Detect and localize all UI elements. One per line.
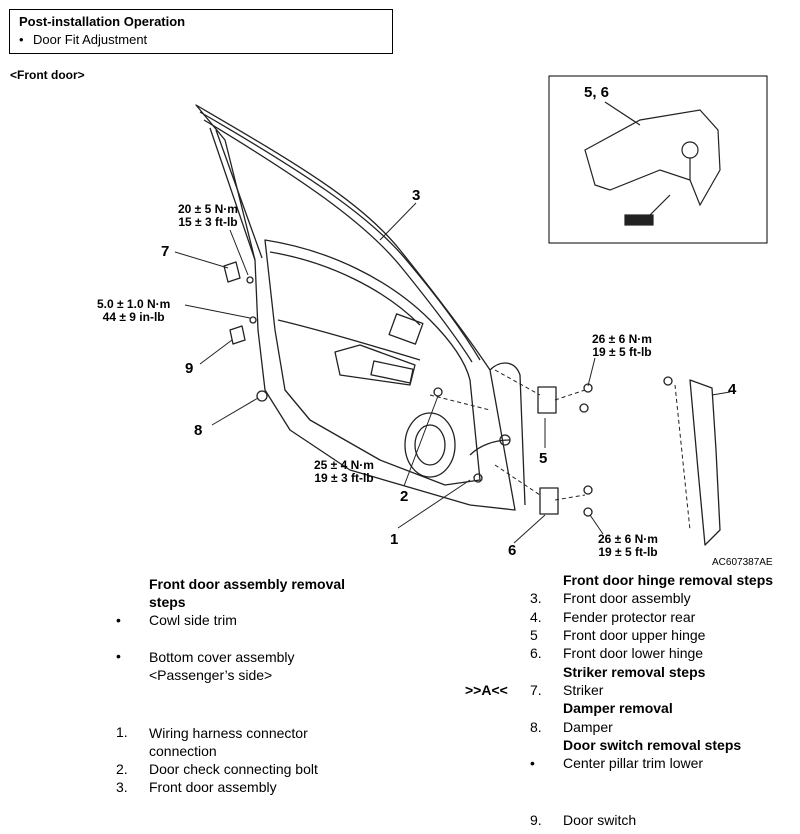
- callout-1: 1: [390, 531, 399, 548]
- callout-3: 3: [412, 187, 421, 204]
- list-marker: •: [116, 648, 121, 664]
- door-switch: [229, 325, 246, 345]
- list-text: Bottom cover assembly <Passenger’s side>: [149, 649, 295, 683]
- callout-8: 8: [194, 422, 203, 439]
- door-inner-panel: [264, 239, 481, 486]
- list-text: Front door assembly: [149, 779, 277, 795]
- torque-label: 25 ± 4 N·m 19 ± 3 ft-lb: [314, 459, 374, 485]
- torque-imperial: 19 ± 5 ft-lb: [592, 345, 652, 359]
- fender-protector: [689, 379, 721, 546]
- list-marker: 7.: [530, 682, 542, 698]
- list-marker: 5: [530, 627, 538, 643]
- torque-metric: 26 ± 6 N·m: [598, 532, 658, 546]
- list-marker: 3.: [530, 590, 542, 606]
- torque-imperial: 15 ± 3 ft-lb: [178, 215, 238, 229]
- torque-label: 26 ± 6 N·m 19 ± 5 ft-lb: [598, 533, 658, 559]
- door-window-frame: [199, 111, 481, 361]
- damper-heading: Damper removal: [563, 700, 673, 716]
- callout-9: 9: [185, 360, 194, 377]
- list-marker: 1.: [116, 724, 128, 740]
- door-outer-frame: [195, 104, 516, 511]
- torque-metric: 25 ± 4 N·m: [314, 458, 374, 472]
- list-text: Center pillar trim lower: [563, 755, 704, 771]
- post-installation-title: Post-installation Operation: [19, 14, 186, 29]
- hinge-heading: Front door hinge removal steps: [563, 572, 774, 588]
- door-switch-heading: Door switch removal steps: [563, 737, 742, 753]
- torque-label: 20 ± 5 N·m 15 ± 3 ft-lb: [178, 203, 238, 229]
- torque-imperial: 19 ± 3 ft-lb: [314, 471, 374, 485]
- callout-2: 2: [400, 488, 409, 505]
- torque-imperial: 44 ± 9 in-lb: [102, 310, 165, 324]
- list-marker: 9.: [530, 812, 542, 828]
- list-marker: •: [530, 755, 535, 771]
- callout-5: 5: [539, 450, 548, 467]
- striker-heading: Striker removal steps: [563, 664, 706, 680]
- striker: [223, 261, 241, 283]
- post-installation-item-text: Door Fit Adjustment: [33, 32, 148, 47]
- post-installation-item: • Door Fit Adjustment: [19, 32, 147, 47]
- list-text: Front door assembly: [563, 590, 691, 606]
- list-text: Door check connecting bolt: [149, 761, 318, 777]
- list-text: Striker: [563, 682, 604, 698]
- callout-6: 6: [508, 542, 517, 559]
- torque-imperial: 19 ± 5 ft-lb: [598, 545, 658, 559]
- torque-label: 26 ± 6 N·m 19 ± 5 ft-lb: [592, 333, 652, 359]
- torque-label: 5.0 ± 1.0 N·m 44 ± 9 in-lb: [97, 298, 170, 324]
- inset-label: 5, 6: [584, 84, 610, 101]
- illustration-code: AC607387AE: [712, 557, 773, 568]
- callout-7: 7: [161, 243, 170, 260]
- reference-mark: >>A<<: [465, 682, 508, 698]
- callout-4: 4: [728, 381, 737, 398]
- torque-metric: 20 ± 5 N·m: [178, 202, 238, 216]
- section-label: <Front door>: [10, 68, 85, 82]
- list-marker: 6.: [530, 645, 542, 661]
- list-text: Door switch: [563, 812, 637, 828]
- list-text: Front door upper hinge: [563, 627, 706, 643]
- list-text: Front door lower hinge: [563, 645, 704, 661]
- list-marker: 4.: [530, 609, 542, 625]
- damper: [256, 390, 268, 402]
- list-marker: 3.: [116, 779, 128, 795]
- list-text: Damper: [563, 719, 613, 735]
- list-marker: 8.: [530, 719, 542, 735]
- torque-metric: 26 ± 6 N·m: [592, 332, 652, 346]
- list-text: Wiring harness connector connection: [149, 725, 308, 759]
- list-text: Cowl side trim: [149, 612, 237, 628]
- front-door-illustration: [174, 75, 768, 546]
- list-marker: 2.: [116, 761, 128, 777]
- hinge-inset-box: [548, 75, 768, 244]
- list-heading: Front door assembly removal steps: [149, 576, 346, 610]
- hinge-bolts: [433, 383, 593, 517]
- post-installation-box: Post-installation Operation • Door Fit Ad…: [9, 9, 393, 54]
- list-text: Fender protector rear: [563, 609, 696, 625]
- bullet: •: [19, 32, 24, 47]
- list-marker: •: [116, 612, 121, 628]
- torque-metric: 5.0 ± 1.0 N·m: [97, 297, 171, 311]
